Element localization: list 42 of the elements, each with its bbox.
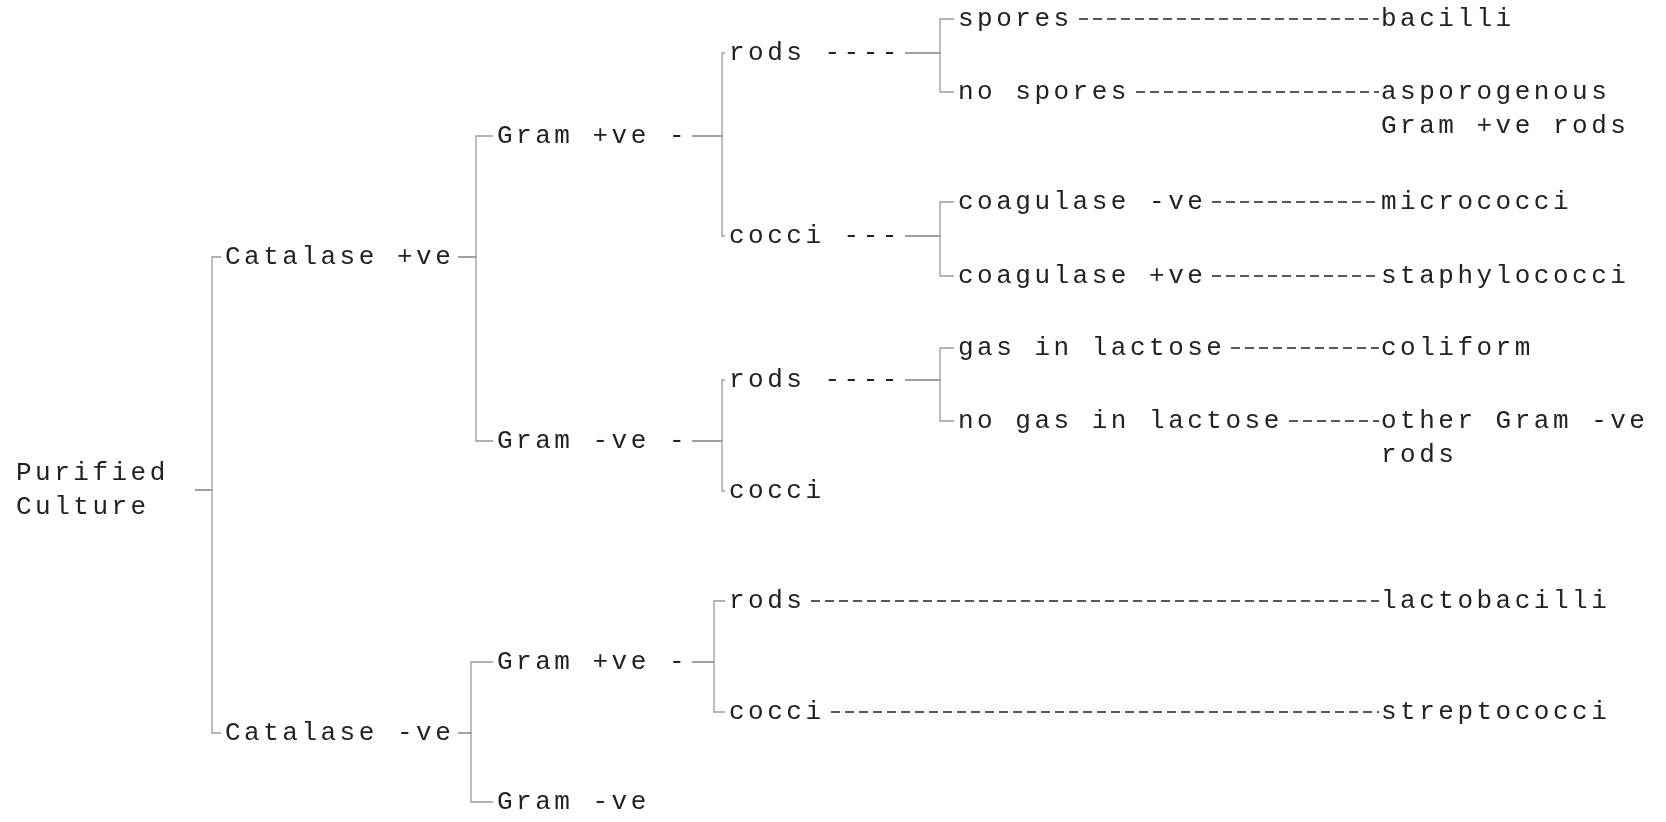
bracket-line xyxy=(904,52,955,93)
tree-label: cocci xyxy=(729,474,825,508)
tree-label: rods ---- xyxy=(729,363,901,397)
dashed-line xyxy=(1078,18,1380,20)
tree-label: rods ---- xyxy=(729,36,901,70)
tree-label: spores xyxy=(958,2,1073,36)
tree-label: coagulase -ve xyxy=(958,185,1207,219)
bracket-line xyxy=(691,135,726,237)
tree-label: coagulase +ve xyxy=(958,259,1207,293)
tree-label: coliform xyxy=(1381,331,1656,365)
tree-label: staphylococci xyxy=(1381,259,1656,293)
tree-label: Gram +ve - xyxy=(497,645,689,679)
tree-label: cocci xyxy=(729,695,825,729)
bracket-line xyxy=(691,440,726,492)
tree-label: micrococci xyxy=(1381,185,1656,219)
tree-label: Gram -ve xyxy=(497,785,650,819)
bracket-line xyxy=(691,661,726,713)
dashed-line xyxy=(810,600,1380,602)
tree-label: rods xyxy=(729,584,806,618)
tree-label: Catalase +ve xyxy=(225,240,455,274)
tree-label: lactobacilli xyxy=(1381,584,1656,618)
dashed-line xyxy=(1135,91,1380,93)
bracket-line xyxy=(194,489,222,734)
tree-label: bacilli xyxy=(1381,2,1656,36)
tree-label: gas in lactose xyxy=(958,331,1226,365)
bracket-line xyxy=(457,256,494,442)
tree-label: Purified Culture xyxy=(16,456,191,524)
dashed-line xyxy=(1230,347,1380,349)
tree-label: Catalase -ve xyxy=(225,716,455,750)
dashed-line xyxy=(830,711,1380,713)
tree-label: Gram -ve - xyxy=(497,424,689,458)
bracket-line xyxy=(904,235,955,277)
tree-label: no gas in lactose xyxy=(958,404,1283,438)
tree-label: cocci --- xyxy=(729,219,901,253)
tree-label: other Gram -ve rods xyxy=(1381,404,1656,472)
tree-label: streptococci xyxy=(1381,695,1656,729)
tree-label: asporogenous Gram +ve rods xyxy=(1381,75,1656,143)
dashed-line xyxy=(1288,420,1380,422)
tree-label: no spores xyxy=(958,75,1130,109)
bracket-line xyxy=(904,379,955,422)
tree-label: Gram +ve - xyxy=(497,119,689,153)
bracket-line xyxy=(457,732,494,803)
